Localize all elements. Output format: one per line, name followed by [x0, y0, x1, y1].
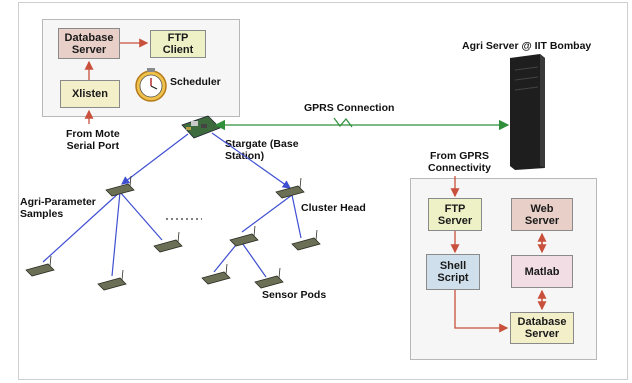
- ftp-client-box: FTP Client: [150, 30, 206, 58]
- mote-icon: [153, 231, 183, 253]
- mote-icon: [97, 269, 127, 291]
- server-panel-arrows: [450, 176, 547, 333]
- web-server-box: Web Server: [511, 198, 573, 231]
- mote-icon: [229, 225, 259, 247]
- scheduler-label: Scheduler: [170, 76, 221, 88]
- scheduler-clock-icon: [135, 68, 167, 102]
- server-database-box: Database Server: [510, 312, 574, 344]
- diagram-frame: [18, 2, 628, 380]
- mote-icon: [201, 263, 231, 285]
- xlisten-box: Xlisten: [60, 80, 120, 108]
- shell-script-box: Shell Script: [426, 254, 480, 290]
- ftp-server-box: FTP Server: [428, 198, 482, 231]
- mote-icon: [105, 175, 135, 197]
- mote-icon: [291, 229, 321, 251]
- sensor-pods-label: Sensor Pods: [262, 289, 327, 301]
- from-gprs-label: From GPRS Connectivity: [428, 150, 492, 174]
- mote-icon: [25, 255, 55, 277]
- matlab-box: Matlab: [511, 255, 573, 288]
- sensor-network-links: [42, 132, 302, 278]
- from-mote-label: From Mote Serial Port: [66, 128, 120, 152]
- gprs-connection-label: GPRS Connection: [304, 102, 395, 114]
- server-tower-icon: [510, 54, 545, 170]
- base-station-arrows: [84, 38, 149, 124]
- mote-icon: [254, 267, 284, 289]
- agri-parameter-label: Agri-Parameter Samples: [20, 196, 96, 220]
- cluster-head-label: Cluster Head: [301, 202, 366, 214]
- agri-server-label: Agri Server @ IIT Bombay: [462, 40, 592, 52]
- gprs-link: [214, 117, 510, 131]
- mote-icon: [275, 177, 305, 199]
- sensor-mote-icons: [25, 175, 321, 291]
- database-server-box: Database Server: [58, 28, 120, 59]
